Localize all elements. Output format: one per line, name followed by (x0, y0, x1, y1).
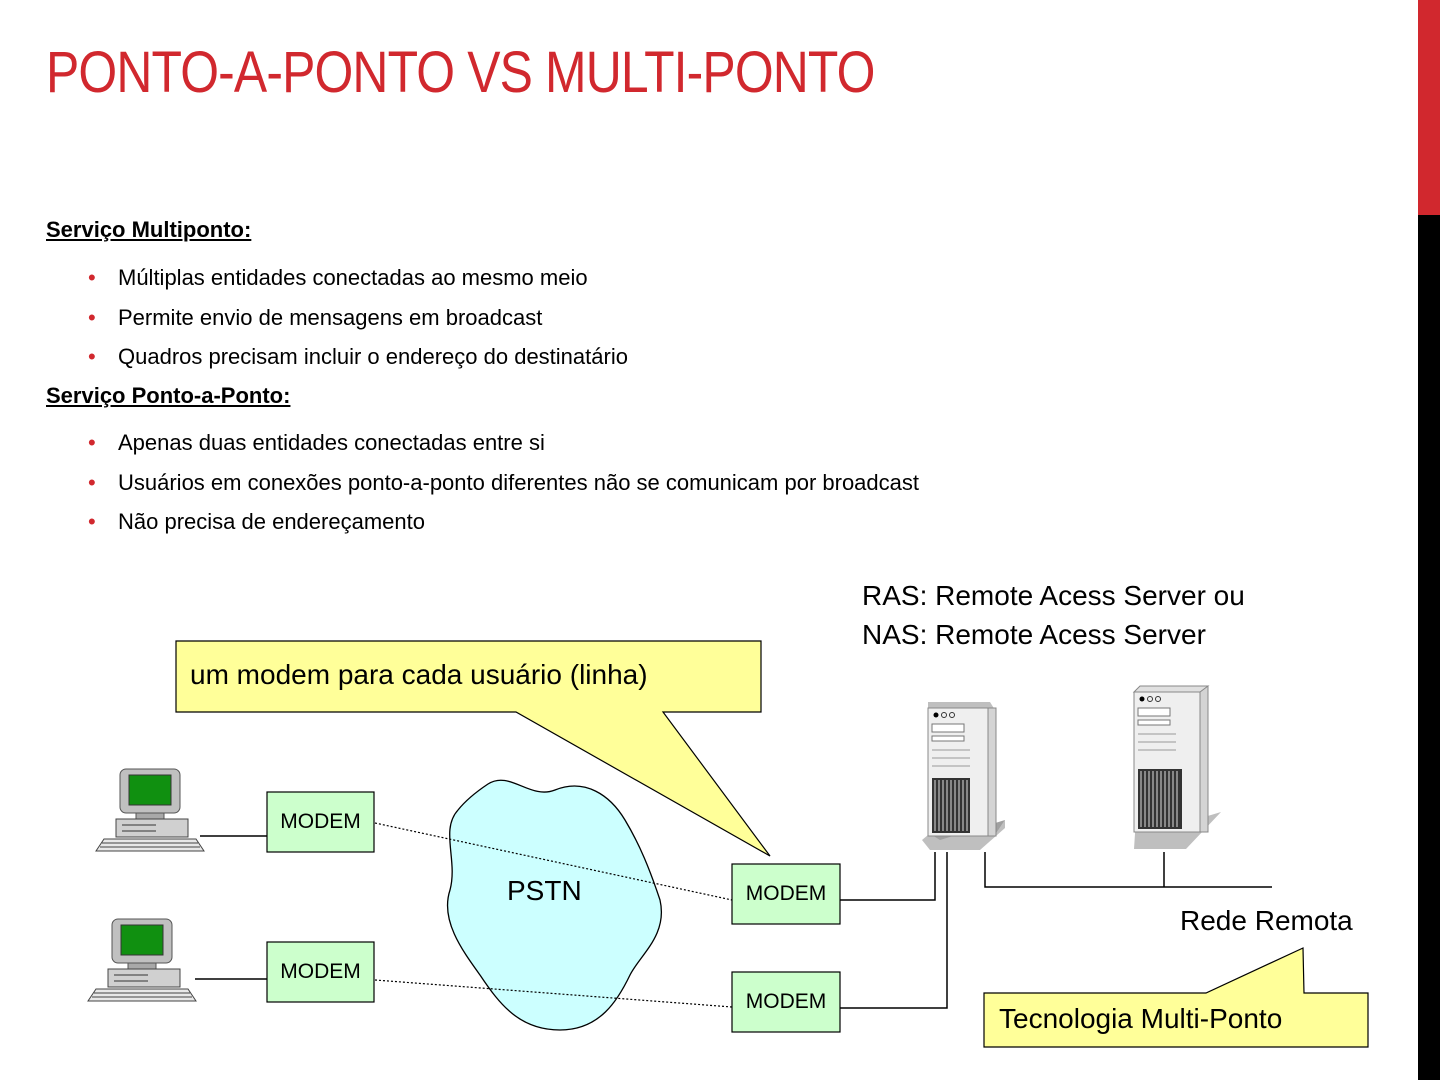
network-diagram (87, 640, 1369, 1048)
pstn-cloud (446, 779, 663, 1031)
ras-note-line: NAS: Remote Acess Server (862, 619, 1206, 650)
remote-network-label: Rede Remota (1180, 905, 1353, 936)
ras-note-line: RAS: Remote Acess Server ou (862, 580, 1245, 611)
pontoaponto-heading: Serviço Ponto-a-Ponto: (46, 383, 291, 408)
server-icon (1132, 685, 1221, 849)
callout-multiponto-text: Tecnologia Multi-Ponto (999, 1003, 1283, 1034)
list-item: Múltiplas entidades conectadas ao mesmo … (88, 258, 628, 298)
callout-multiponto-bubble (983, 947, 1369, 1048)
list-item: Não precisa de endereçamento (88, 502, 919, 542)
modem-label: MODEM (280, 810, 361, 833)
modem-label: MODEM (280, 960, 361, 983)
modem-label: MODEM (745, 990, 827, 1013)
ras-note: RAS: Remote Acess Server ou NAS: Remote … (862, 576, 1245, 654)
modem-box (731, 863, 841, 925)
list-item: Usuários em conexões ponto-a-ponto difer… (88, 463, 919, 503)
callout-modem-bubble (175, 640, 771, 857)
server-icon (922, 702, 1005, 850)
slide-title: PONTO-A-PONTO VS MULTI-PONTO (46, 40, 875, 105)
modem-box (266, 791, 375, 853)
computer-icon (87, 918, 197, 1002)
dialup-line (374, 822, 733, 901)
accent-bar (1418, 0, 1440, 215)
remote-network-line (984, 852, 1272, 888)
modem-box (731, 971, 841, 1033)
server-link (840, 852, 948, 1009)
pontoaponto-list: Apenas duas entidades conectadas entre s… (88, 423, 919, 542)
list-item: Permite envio de mensagens em broadcast (88, 298, 628, 338)
modem-label: MODEM (745, 882, 827, 905)
modem-box (266, 941, 375, 1003)
server-link (840, 852, 936, 901)
pstn-label: PSTN (507, 875, 582, 906)
callout-modem-text: um modem para cada usuário (linha) (190, 659, 648, 690)
list-item: Apenas duas entidades conectadas entre s… (88, 423, 919, 463)
multiponto-heading: Serviço Multiponto: (46, 217, 252, 242)
multiponto-list: Múltiplas entidades conectadas ao mesmo … (88, 258, 628, 377)
computer-icon (95, 768, 205, 852)
list-item: Quadros precisam incluir o endereço do d… (88, 337, 628, 377)
side-bar (1418, 215, 1440, 1080)
